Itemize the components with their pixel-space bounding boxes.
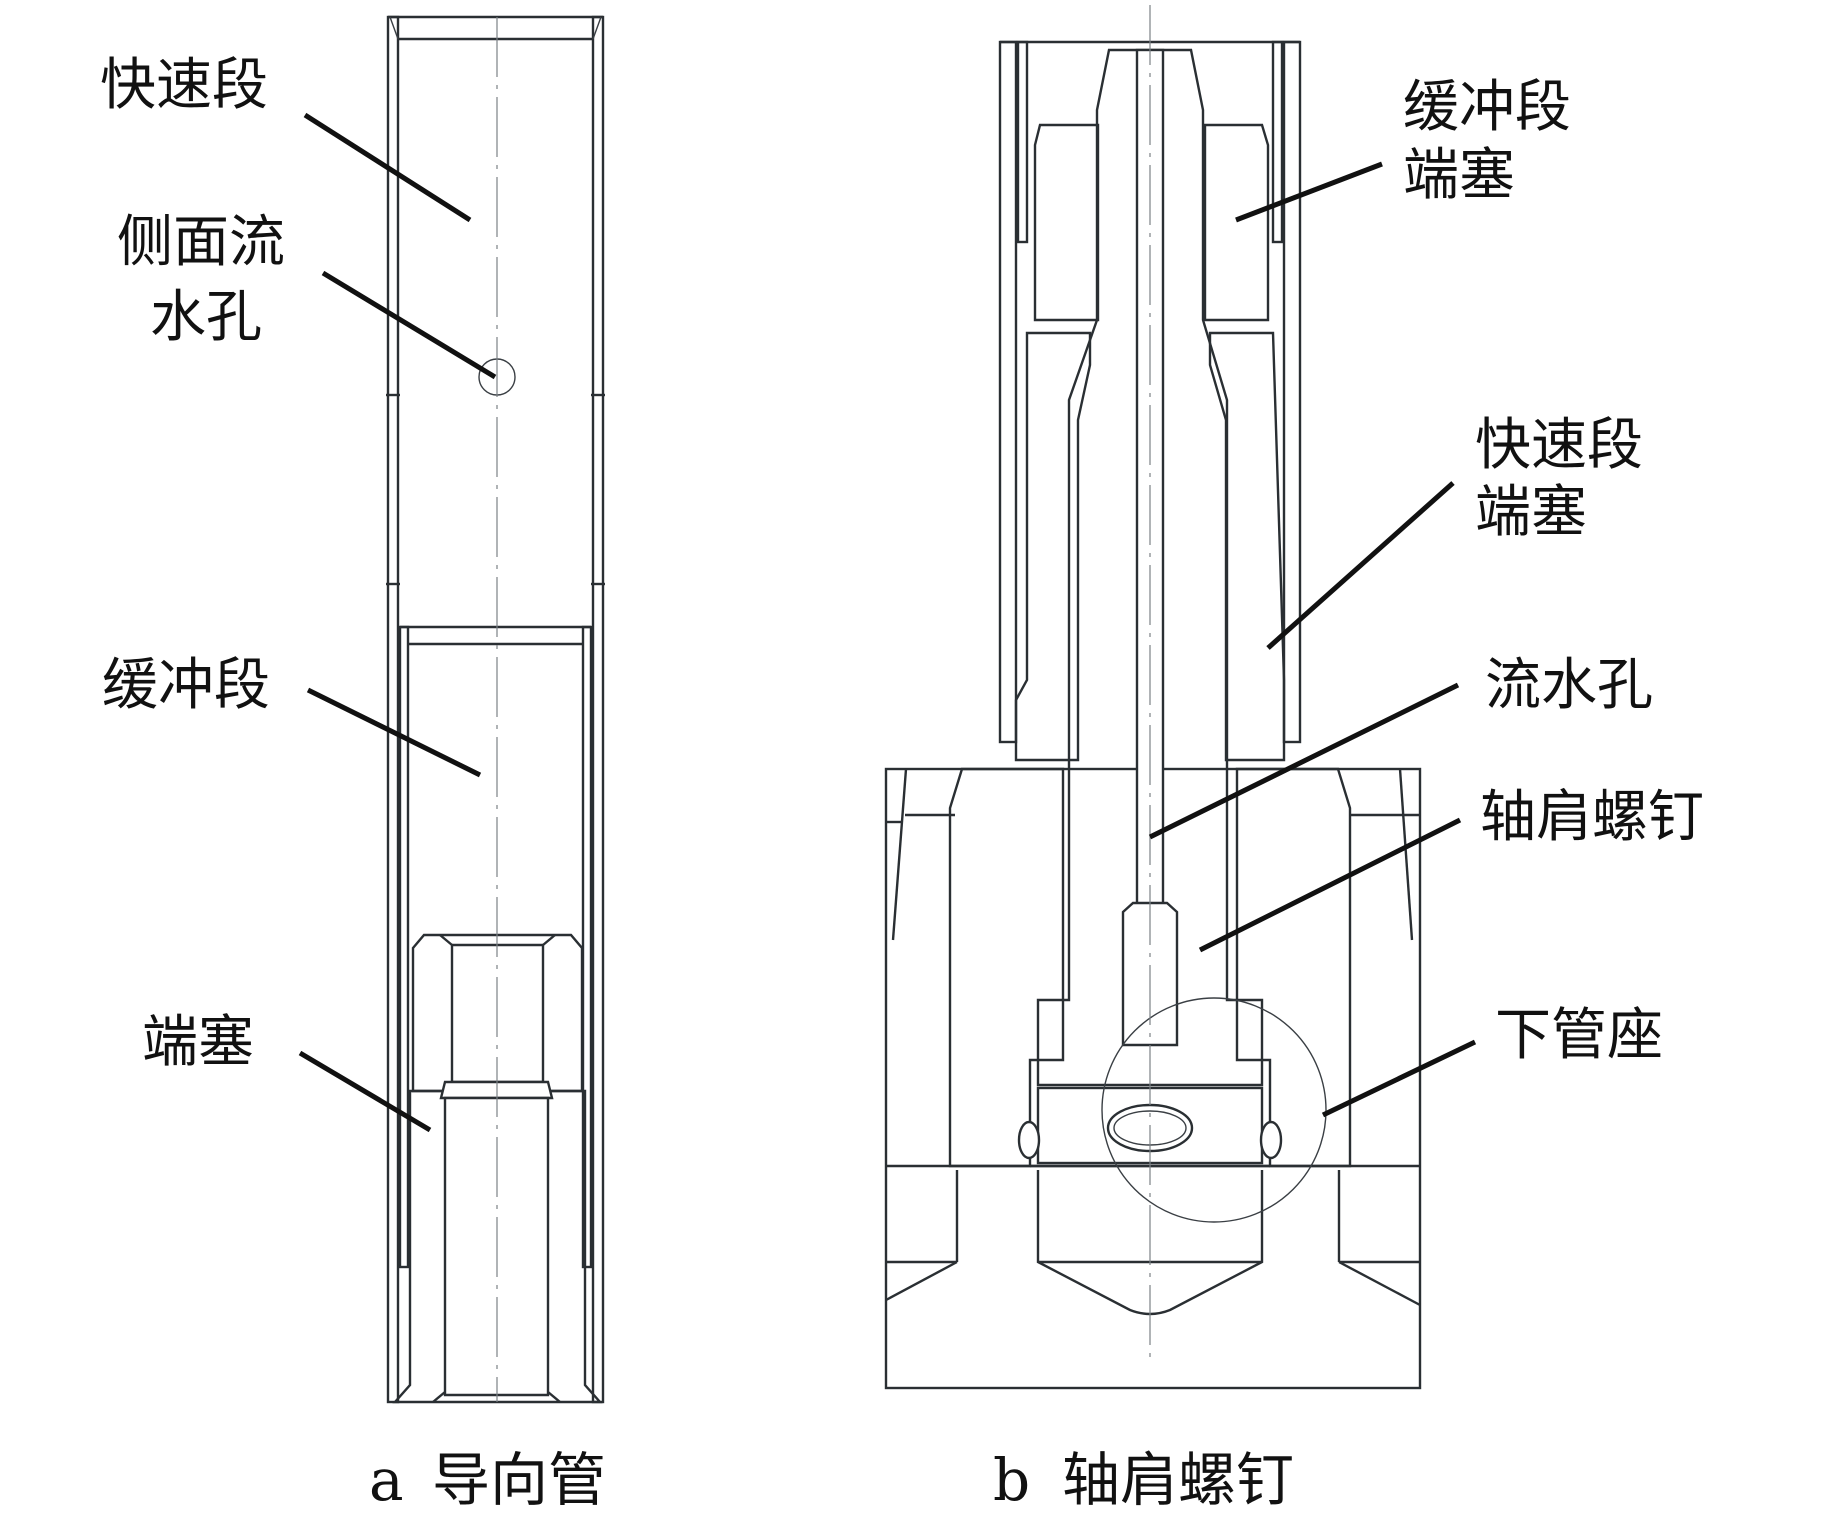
label-side-drain-hole-line2: 水孔	[150, 285, 262, 350]
guide-tube-drawing	[386, 15, 605, 1404]
labels-panel-a: 快速段 侧面流 水孔 缓冲段 端塞	[100, 53, 285, 1075]
labels-panel-b: 缓冲段 端塞 快速段 端塞 流水孔 轴肩螺钉 下管座	[1403, 75, 1704, 1068]
caption-b-title: 轴肩螺钉	[1062, 1446, 1294, 1514]
caption-a: a 导向管	[369, 1446, 606, 1514]
buffer-end-plug-right	[1203, 123, 1270, 322]
fast-end-plug-right	[1208, 331, 1286, 762]
leader-buffer-section	[306, 687, 482, 778]
leader-side-drain-hole	[321, 270, 497, 380]
nozzle-seat-right	[1235, 767, 1352, 1168]
leader-end-plug	[298, 1050, 432, 1133]
shoulder-screw-body	[1036, 48, 1264, 1087]
detail-circle	[1101, 997, 1327, 1223]
label-end-plug: 端塞	[142, 1010, 254, 1075]
label-fast-section: 快速段	[100, 53, 268, 118]
buffer-sleeve-left	[398, 625, 410, 1269]
leader-buffer-end-plug	[1235, 161, 1383, 223]
label-side-drain-hole-line1: 侧面流	[117, 210, 285, 275]
caption-b: b 轴肩螺钉	[993, 1446, 1294, 1514]
label-buffer-end-plug-line1: 缓冲段	[1403, 75, 1571, 140]
leader-bottom-nozzle	[1321, 1039, 1477, 1118]
label-buffer-section: 缓冲段	[102, 653, 270, 718]
label-fast-end-plug-line2: 端塞	[1475, 480, 1587, 545]
guide-tube-wall-right	[1282, 40, 1302, 744]
caption-a-title: 导向管	[432, 1446, 606, 1514]
leader-shoulder-screw	[1198, 817, 1462, 953]
caption-a-letter: a	[369, 1446, 404, 1514]
leader-lines	[298, 112, 1477, 1133]
buffer-end-plug-left	[1033, 123, 1100, 322]
leader-fast-section	[303, 112, 472, 223]
fast-end-plug-left	[1014, 331, 1092, 762]
caption-b-letter: b	[993, 1446, 1030, 1514]
leader-fast-end-plug	[1266, 481, 1455, 650]
tube-wall-right	[591, 15, 605, 1404]
label-fast-end-plug-line1: 快速段	[1475, 413, 1643, 478]
label-buffer-end-plug-line2: 端塞	[1403, 143, 1515, 208]
leader-drain-hole	[1148, 682, 1460, 840]
shoulder-screw-drawing	[884, 5, 1422, 1390]
label-bottom-nozzle: 下管座	[1495, 1003, 1663, 1068]
label-drain-hole: 流水孔	[1485, 653, 1653, 718]
label-shoulder-screw: 轴肩螺钉	[1480, 785, 1704, 850]
guide-tube-wall-left	[998, 40, 1018, 744]
tube-wall-left	[386, 15, 400, 1404]
nozzle-seat-left	[948, 767, 1065, 1168]
